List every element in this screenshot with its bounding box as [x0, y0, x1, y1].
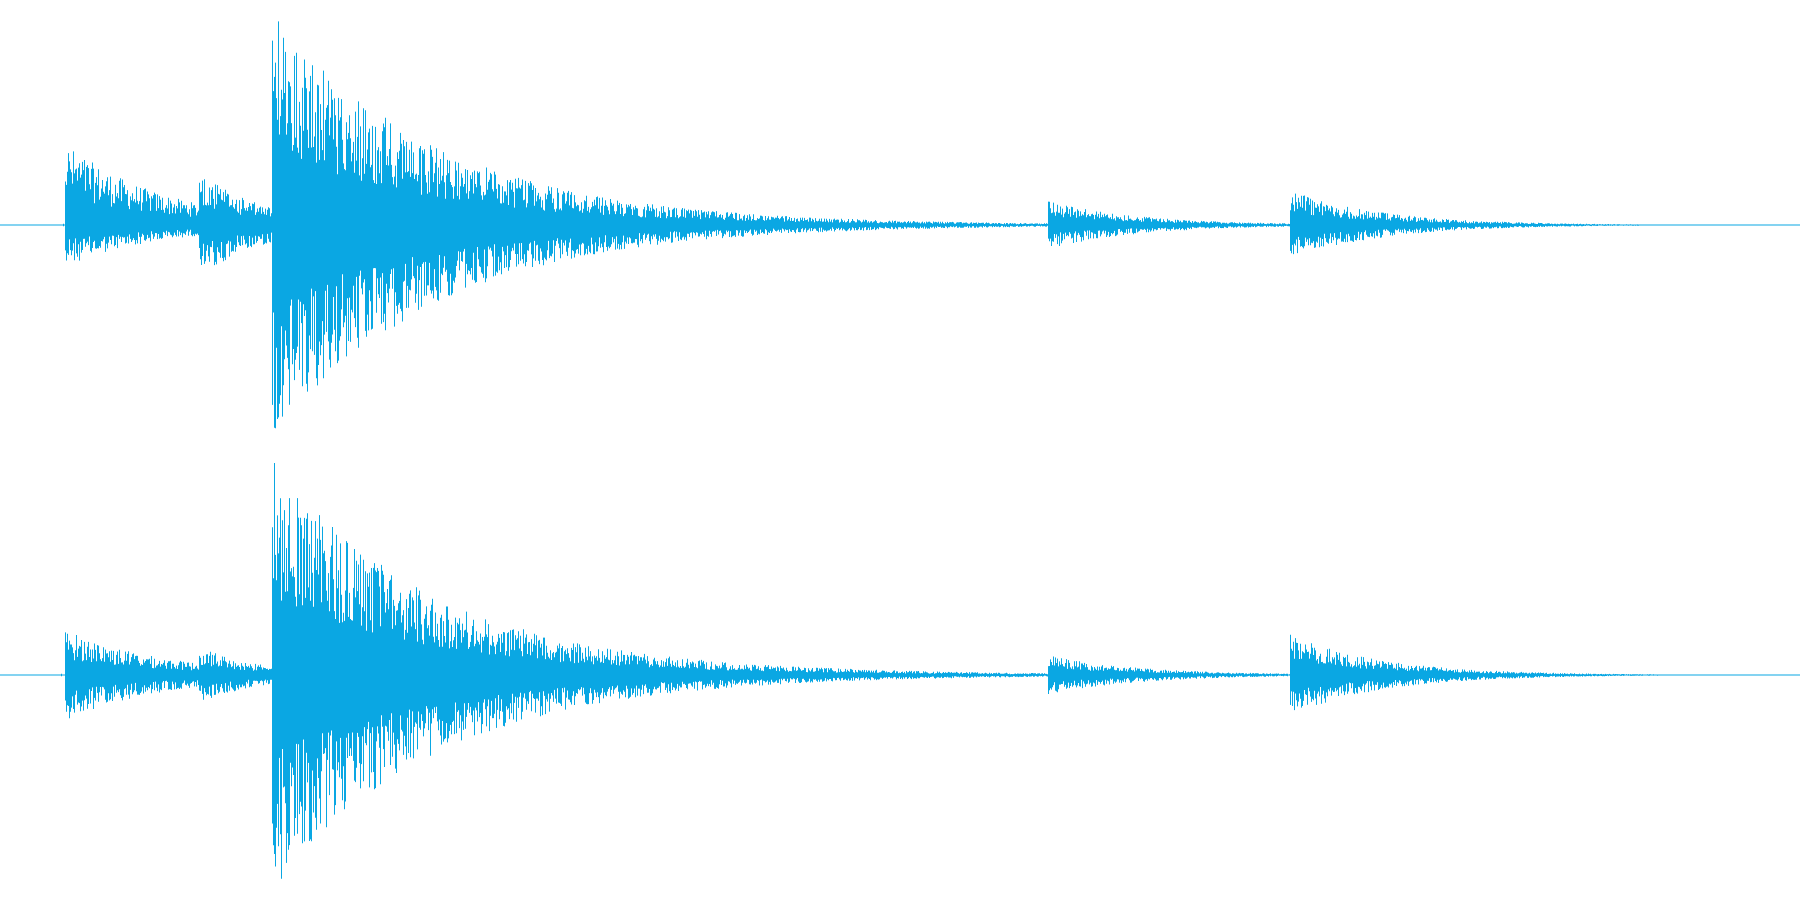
waveform-channel-left[interactable] [0, 21, 1800, 429]
waveform-channel-right[interactable] [0, 463, 1800, 879]
waveform-amplitude-right [61, 463, 1658, 879]
waveform-amplitude-left [63, 21, 1639, 429]
